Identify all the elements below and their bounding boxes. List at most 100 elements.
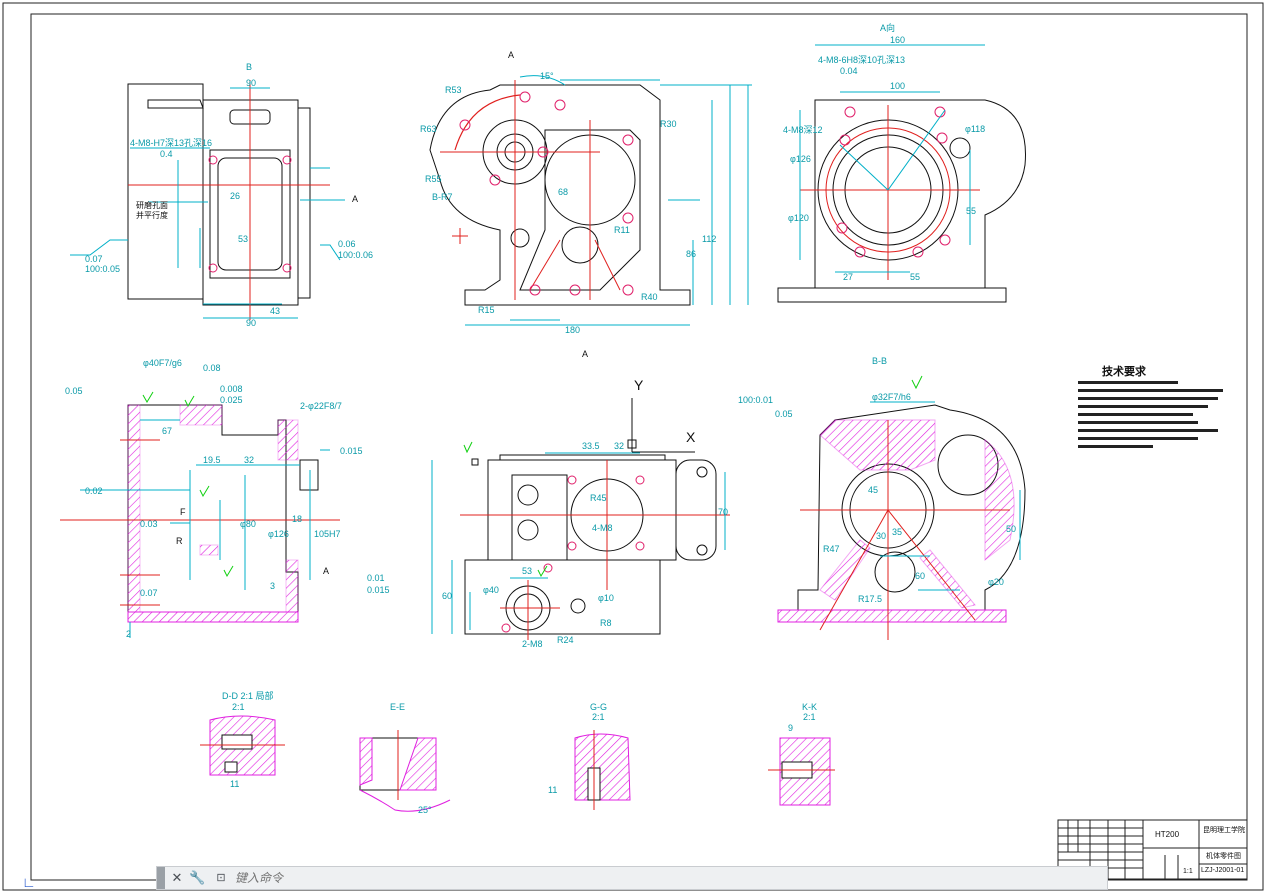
title-block <box>1057 819 1248 880</box>
label-55-bottom: 55 <box>910 272 921 282</box>
label-a-section-bottom: A <box>582 349 589 359</box>
label-detail-gg-scale: 2:1 <box>592 712 605 722</box>
tb-part-name: 机体零件图 <box>1206 853 1241 860</box>
label-detail-ee-dim: 25° <box>418 805 432 815</box>
label-phi40-bottom: φ40 <box>483 585 499 595</box>
tech-req-line-8 <box>1078 437 1198 440</box>
label-a-view: A向 <box>880 23 896 33</box>
label-r11: R11 <box>614 225 630 235</box>
tb-drawing-no: LZJ-J2001-01 <box>1201 867 1245 874</box>
detail-dd[interactable] <box>200 715 285 776</box>
label-tol-0015: 0.015 <box>340 446 363 456</box>
detail-kk[interactable] <box>768 737 835 806</box>
label-27: 27 <box>843 272 854 282</box>
label-ratio-left: 100:0.05 <box>85 264 121 274</box>
label-86: 86 <box>686 249 697 259</box>
prompt-icon[interactable]: ⊡ <box>216 872 226 884</box>
label-datum-a: A <box>323 566 330 576</box>
label-r17-5: R17.5 <box>858 594 883 604</box>
label-30: 30 <box>876 531 887 541</box>
label-tol-007: 0.07 <box>85 254 103 264</box>
label-tol-005-fb: 0.05 <box>65 386 83 396</box>
grip-handle[interactable] <box>157 867 165 889</box>
label-detail-gg: G-G <box>590 702 607 712</box>
label-tol-001: 0.01 <box>367 573 385 583</box>
label-tol-002: 0.02 <box>85 486 103 496</box>
label-tol-0025: 0.025 <box>220 395 243 405</box>
tech-req-line-2 <box>1078 389 1223 392</box>
label-tol-008: 0.08 <box>203 363 221 373</box>
label-bb-tol-005: 0.05 <box>775 409 793 419</box>
label-2-m8: 2-M8 <box>522 639 543 649</box>
label-r15: R15 <box>478 305 495 315</box>
label-2-phi22: 2-φ22F8/7 <box>300 401 342 411</box>
command-line[interactable]: ✕ 🔧 ⊡ <box>156 866 1108 890</box>
label-tol-007-left: 0.07 <box>140 588 158 598</box>
label-phi20: φ20 <box>988 577 1004 587</box>
label-tol-0008: 0.008 <box>220 384 243 394</box>
label-axis-y: Y <box>634 377 644 393</box>
tech-req-line-4 <box>1078 405 1208 408</box>
label-55-right: 55 <box>966 206 977 216</box>
view-section-left[interactable] <box>60 391 340 638</box>
label-4-m8: 4-M8 <box>592 523 613 533</box>
label-70: 70 <box>718 507 729 517</box>
view-side-right[interactable] <box>777 44 1026 303</box>
label-a-arrow: A <box>352 194 359 204</box>
tb-school: 昆明理工学院 <box>1203 827 1245 834</box>
label-b-top: B <box>246 62 253 72</box>
label-35: 35 <box>892 527 903 537</box>
label-r24: R24 <box>557 635 574 645</box>
label-67: 67 <box>162 426 173 436</box>
tech-req-line-7 <box>1078 429 1218 432</box>
label-r53: R53 <box>445 85 462 95</box>
tech-req-line-1 <box>1078 381 1178 384</box>
label-90-top: 90 <box>246 78 257 88</box>
command-input[interactable] <box>235 869 1095 887</box>
label-ratio-right: 100:0.06 <box>338 250 374 260</box>
label-phi126: φ126 <box>790 154 811 164</box>
label-32: 32 <box>244 455 255 465</box>
label-detail-gg-dim: 11 <box>548 785 558 795</box>
label-detail-kk-dim: 9 <box>788 723 794 733</box>
label-105h7: 105H7 <box>314 529 341 539</box>
tb-material: HT200 <box>1155 830 1180 839</box>
label-tol-006: 0.06 <box>338 239 356 249</box>
view-section-bb[interactable] <box>777 375 1026 640</box>
label-datum-f: F <box>180 507 186 517</box>
label-tol-0015-ab: 0.015 <box>367 585 390 595</box>
label-68: 68 <box>558 187 569 197</box>
view-main-front[interactable] <box>429 75 752 326</box>
wrench-icon[interactable]: 🔧 <box>189 870 206 885</box>
label-tol-004: 0.04 <box>840 66 858 76</box>
detail-gg[interactable] <box>574 730 631 810</box>
label-r63: R63 <box>420 124 437 134</box>
label-100-side: 100 <box>890 81 906 91</box>
label-15deg: 15° <box>540 71 554 81</box>
label-bb-phi32: φ32F7/h6 <box>872 392 911 402</box>
label-60-bb: 60 <box>915 571 926 581</box>
label-axis-x: X <box>686 429 696 445</box>
label-phi126-left: φ126 <box>268 529 289 539</box>
label-53-bottom: 53 <box>522 566 533 576</box>
label-r40: R40 <box>641 292 658 302</box>
detail-ee[interactable] <box>359 730 451 812</box>
view-center-bottom[interactable] <box>431 398 730 640</box>
label-32-top: 32 <box>614 441 625 451</box>
label-160: 160 <box>890 35 906 45</box>
tech-req-line-3 <box>1078 397 1218 400</box>
label-53: 53 <box>238 234 249 244</box>
tech-req-line-9 <box>1078 445 1153 448</box>
close-icon[interactable]: ✕ <box>171 870 183 885</box>
label-bb-title: B-B <box>872 356 888 366</box>
label-detail-kk-scale: 2:1 <box>803 712 816 722</box>
view-front-left[interactable] <box>70 80 345 320</box>
label-detail-ee: E-E <box>390 702 406 712</box>
label-phi10: φ10 <box>598 593 614 603</box>
label-b-r7: B-R7 <box>432 192 453 202</box>
tech-req-line-6 <box>1078 421 1198 424</box>
label-tol-04: 0.4 <box>160 149 173 159</box>
label-datum-r: R <box>176 536 183 546</box>
